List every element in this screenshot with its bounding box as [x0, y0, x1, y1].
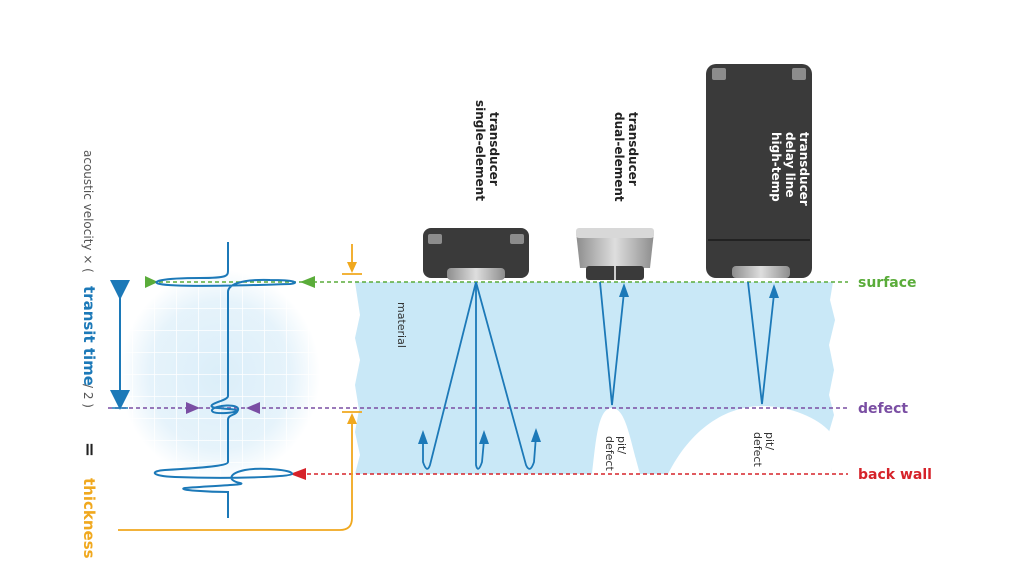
- high-temp-label: high-temp delay line transducer: [769, 132, 811, 206]
- signal-grid: [120, 270, 320, 480]
- high-temp-beam-arrow: [769, 284, 779, 298]
- formula-suffix: / 2 ): [81, 384, 95, 408]
- defect-arrow-right: [246, 402, 260, 414]
- formula-equals: =: [79, 442, 100, 457]
- pit-defect-label-1: pit/ defect: [603, 436, 628, 471]
- defect-arrow-left: [186, 402, 200, 414]
- thickness-arrow-up: [347, 413, 357, 424]
- single-beam-arrow-3: [531, 428, 541, 442]
- formula-thickness: thickness: [80, 478, 98, 559]
- surface-arrow-right: [300, 276, 315, 288]
- dual-element-transducer: [576, 228, 654, 280]
- pit-defect-label-2: pit/ defect: [751, 432, 776, 467]
- back-wall-label: back wall: [858, 467, 932, 483]
- dual-element-label: dual-element transducer: [612, 112, 640, 206]
- dual-element-beam-paths: [599, 281, 625, 406]
- dual-beam-arrow: [619, 283, 629, 297]
- single-element-transducer: [423, 228, 529, 280]
- single-element-beam-paths: [422, 281, 537, 470]
- material-label: material: [395, 302, 408, 348]
- high-temp-transducer: [706, 64, 812, 278]
- defect-label: defect: [858, 401, 908, 417]
- pit-defect-large: [668, 406, 832, 474]
- back-wall-arrow: [290, 468, 306, 480]
- single-beam-arrow-1: [418, 430, 428, 444]
- pit-defect-small: [592, 408, 640, 474]
- surface-arrow-left: [145, 276, 158, 288]
- high-temp-beam-paths: [747, 281, 775, 405]
- signal-waveform: [153, 242, 296, 518]
- thickness-arrow-down: [347, 262, 357, 273]
- formula-prefix: acoustic velocity × (: [81, 150, 95, 273]
- single-element-label: single-element transducer: [473, 100, 501, 205]
- surface-label: surface: [858, 275, 917, 291]
- formula-transit-time: transit time: [80, 286, 98, 386]
- single-beam-arrow-2: [479, 430, 489, 444]
